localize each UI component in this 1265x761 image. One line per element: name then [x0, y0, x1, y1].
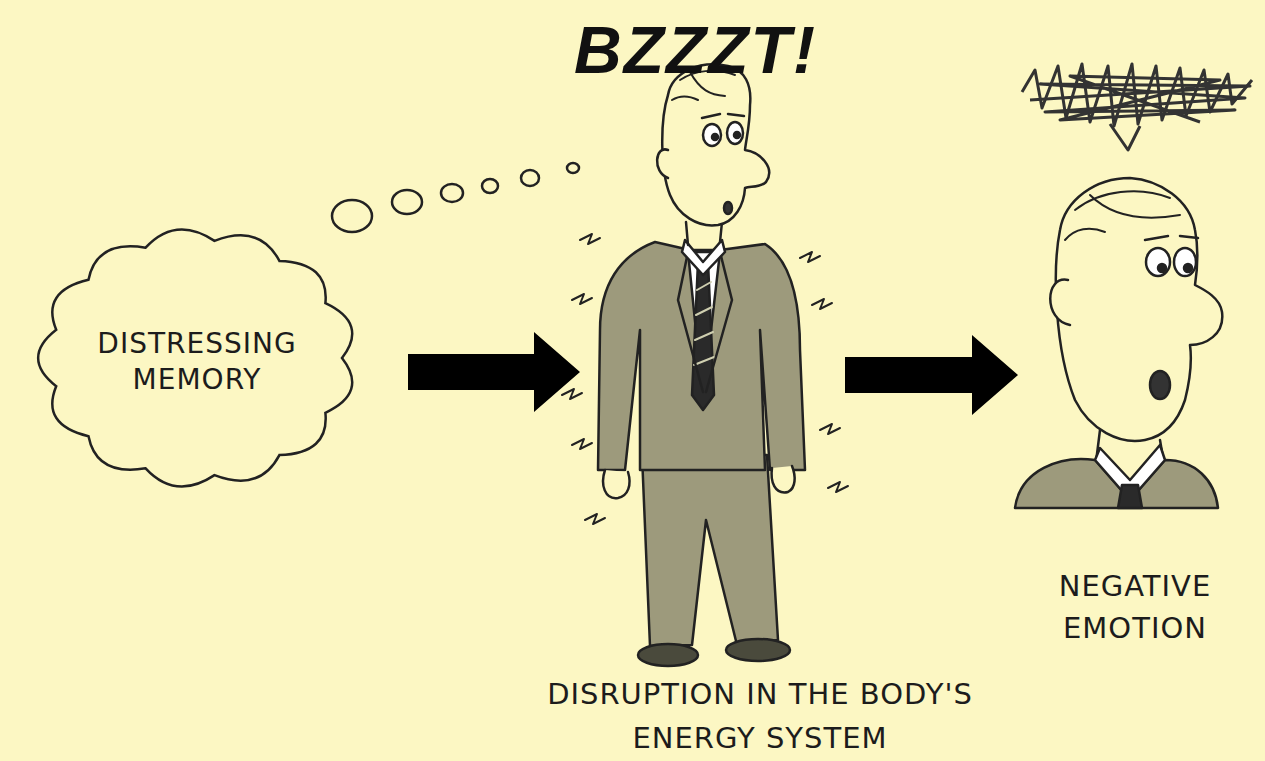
figure-node: DISRUPTION IN THE BODY'S ENERGY SYSTEM: [590, 60, 840, 670]
node-text: DISRUPTION IN THE BODY'S ENERGY SYSTEM: [528, 672, 992, 760]
shocked-man: [562, 64, 848, 666]
block-arrow: [408, 332, 580, 412]
node-text: DISTRESSING MEMORY: [67, 326, 327, 398]
worried-head: [1015, 178, 1222, 508]
block-arrow: [845, 335, 1018, 415]
sound-effect: BZZZT!: [574, 12, 817, 88]
figure-node: NEGATIVE EMOTION: [1020, 150, 1230, 520]
node-text: NEGATIVE EMOTION: [1020, 565, 1250, 649]
thought-cloud: DISTRESSING MEMORY: [22, 212, 372, 504]
scribble-cloud: [1022, 64, 1252, 150]
thought-bubbles: [332, 163, 579, 232]
cloud-outline: [38, 230, 352, 487]
